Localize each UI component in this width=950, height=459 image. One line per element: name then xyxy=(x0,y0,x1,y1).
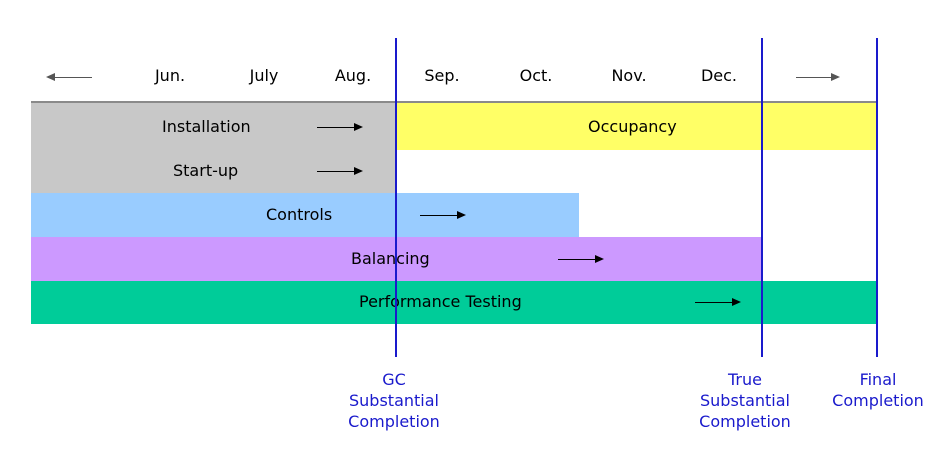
arrow-right-icon xyxy=(317,167,363,175)
month-jul: July xyxy=(249,66,279,85)
bar-controls xyxy=(31,193,579,237)
label-balancing: Balancing xyxy=(351,249,430,268)
milestone-true-line2: Substantial xyxy=(700,391,790,410)
true-completion-line xyxy=(761,38,763,357)
month-aug: Aug. xyxy=(334,66,372,85)
final-completion-line xyxy=(876,38,878,357)
month-oct: Oct. xyxy=(519,66,553,85)
gc-completion-line xyxy=(395,38,397,357)
arrow-right-icon xyxy=(420,211,466,219)
milestone-final-line2: Completion xyxy=(832,391,924,410)
arrow-right-icon xyxy=(695,298,741,306)
month-dec: Dec. xyxy=(700,66,738,85)
milestone-gc-substantial-completion: GC Substantial Completion xyxy=(333,369,455,432)
label-controls: Controls xyxy=(266,205,333,224)
arrow-left-icon xyxy=(46,73,92,81)
month-nov: Nov. xyxy=(611,66,647,85)
bar-installation xyxy=(31,103,396,148)
label-occupancy: Occupancy xyxy=(588,117,677,136)
milestone-true-line1: True xyxy=(728,370,762,389)
label-installation: Installation xyxy=(162,117,251,136)
header-divider xyxy=(31,101,876,103)
milestone-true-line3: Completion xyxy=(699,412,791,431)
label-performance-testing: Performance Testing xyxy=(359,292,522,311)
milestone-true-substantial-completion: True Substantial Completion xyxy=(684,369,806,432)
label-startup: Start-up xyxy=(173,161,239,180)
milestone-gc-line1: GC xyxy=(382,370,406,389)
bar-occupancy xyxy=(396,103,876,150)
month-jun: Jun. xyxy=(154,66,186,85)
milestone-gc-line2: Substantial xyxy=(349,391,439,410)
month-sep: Sep. xyxy=(424,66,460,85)
arrow-right-icon xyxy=(558,255,604,263)
milestone-final-line1: Final xyxy=(859,370,897,389)
arrow-right-icon xyxy=(317,123,363,131)
milestone-gc-line3: Completion xyxy=(348,412,440,431)
milestone-final-completion: Final Completion xyxy=(822,369,934,411)
arrow-right-icon xyxy=(796,73,840,81)
